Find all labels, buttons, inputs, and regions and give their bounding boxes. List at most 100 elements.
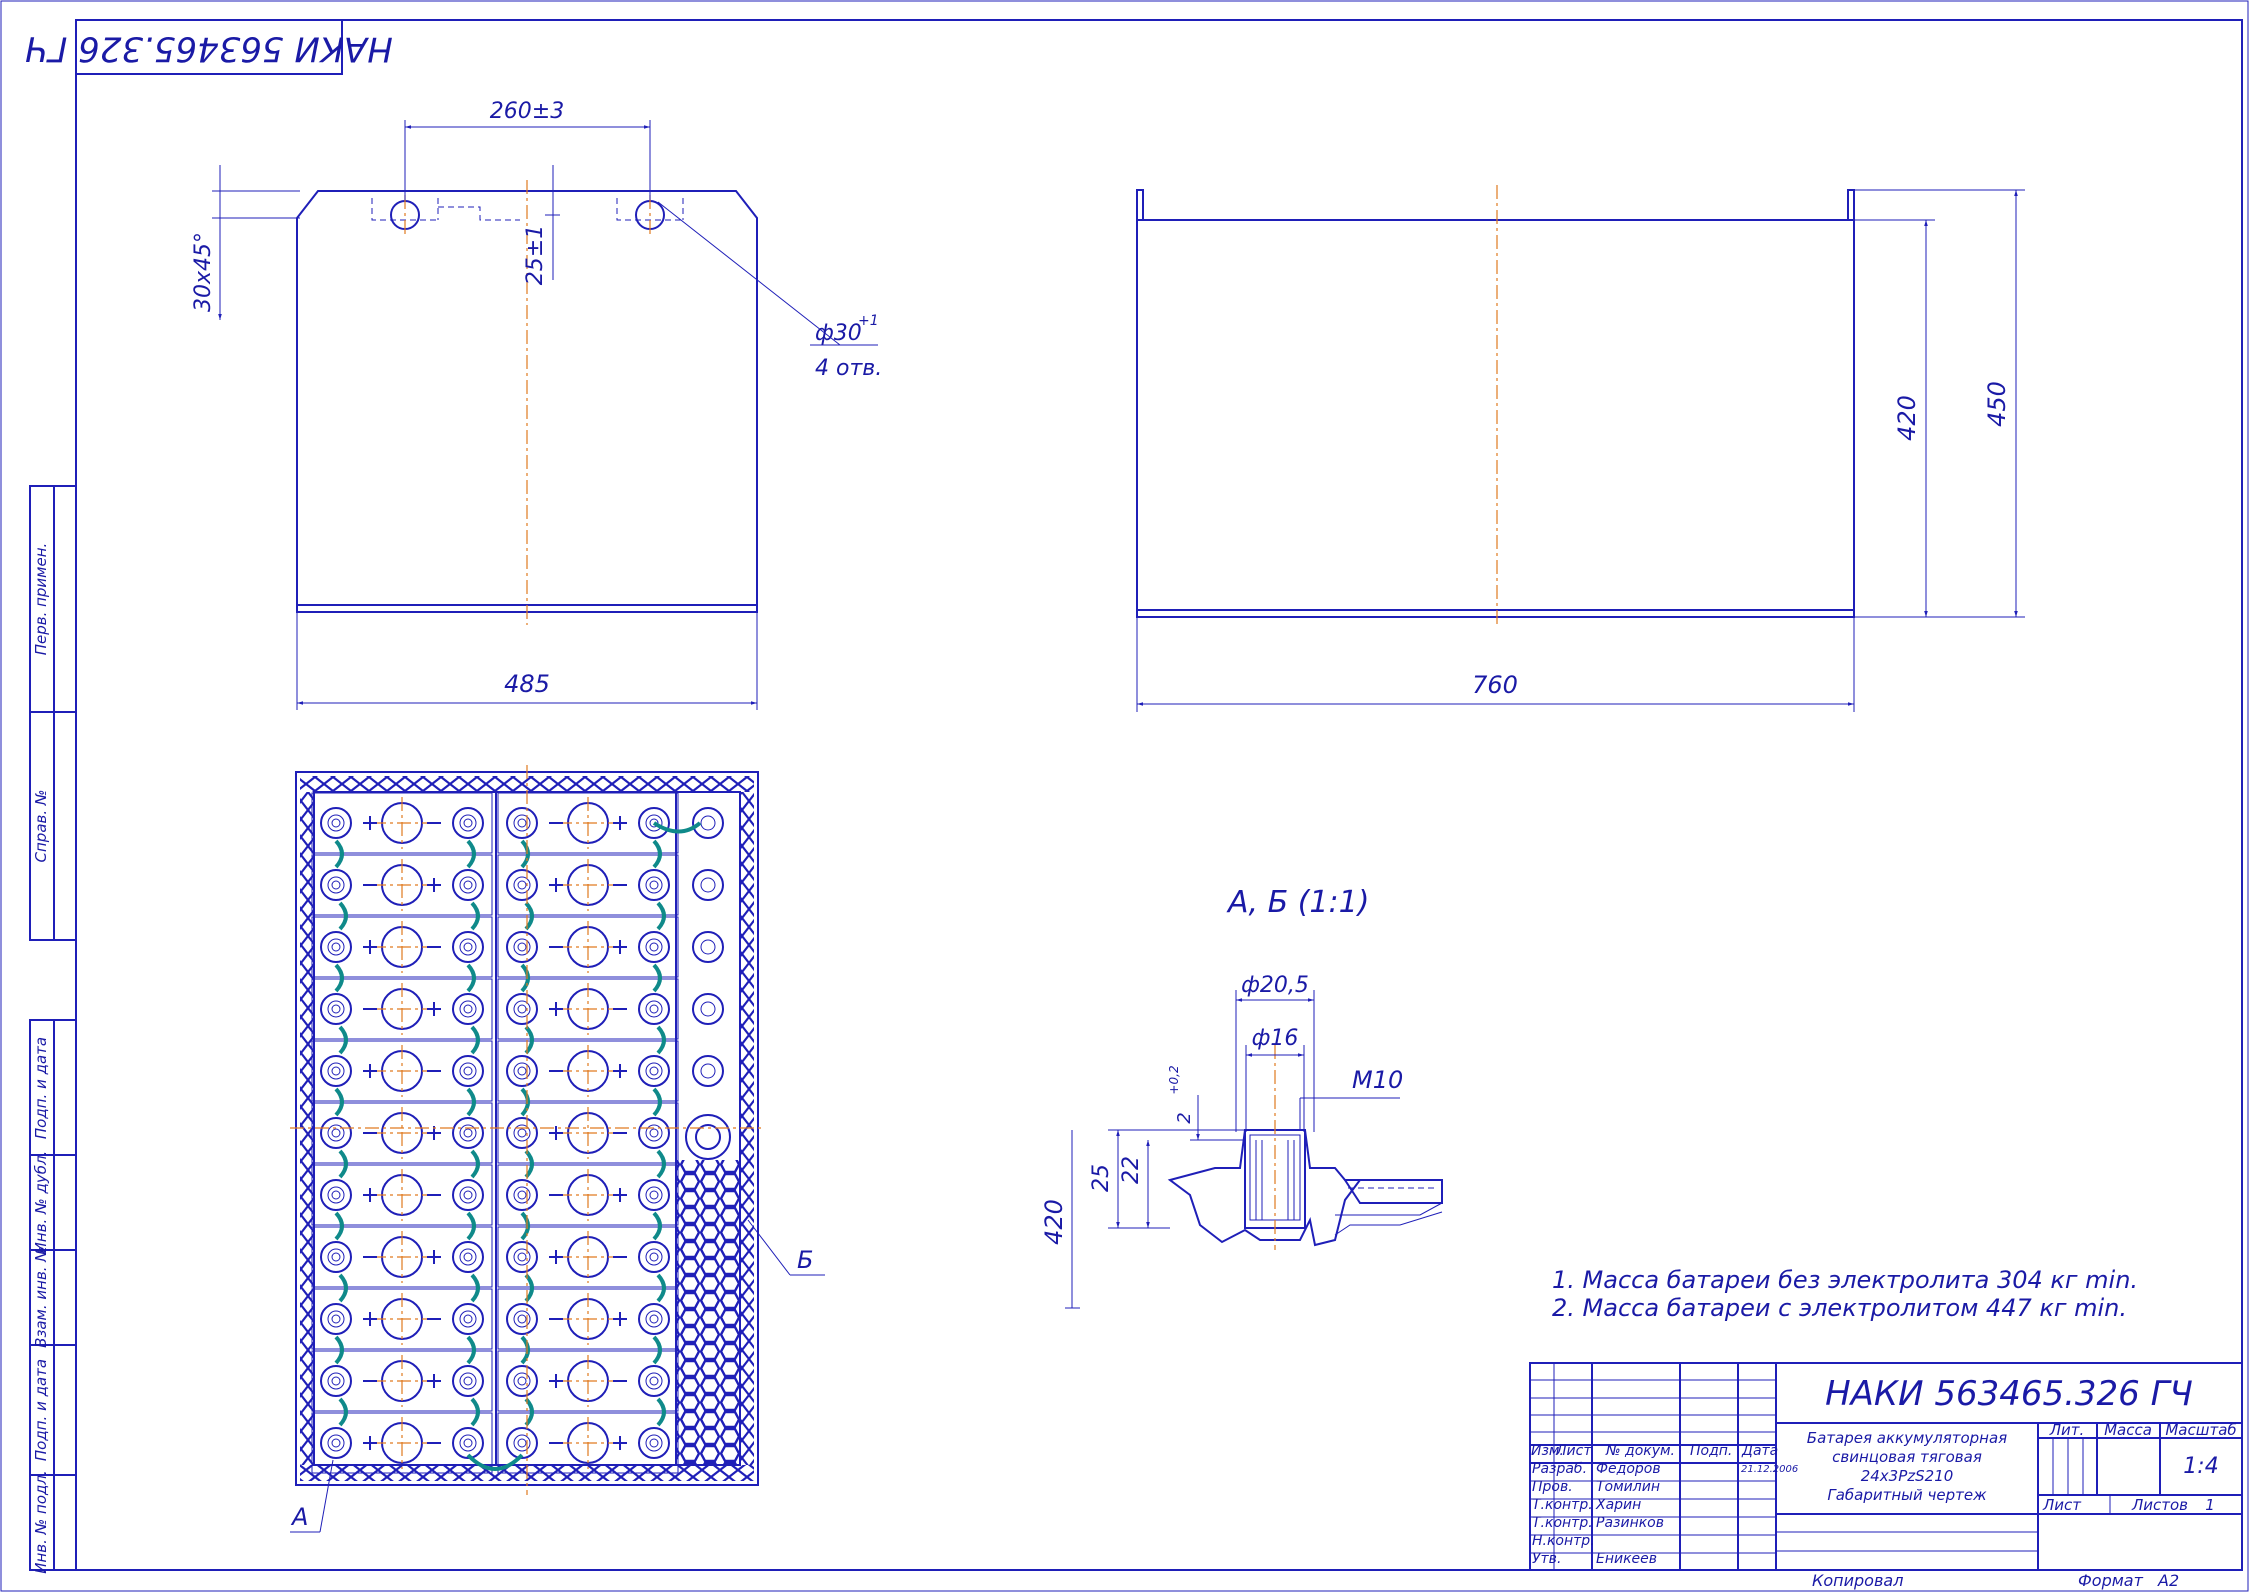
cell: [497, 1102, 679, 1164]
title-line-3: 24х3PzS210: [1861, 1467, 1954, 1485]
footer-format-value: А2: [2157, 1571, 2179, 1590]
dim-hole-dia-tol: +1: [858, 313, 879, 329]
top-view: А Б: [290, 765, 825, 1533]
tb-hdr-data: Дата: [1741, 1443, 1778, 1459]
cell: [497, 1350, 679, 1412]
dim-h420b: 420: [1040, 1199, 1068, 1245]
rotated-doc-code: НАКИ 563465.326 ГЧ: [25, 19, 393, 75]
dim-hole-spacing: 260±3: [490, 99, 564, 124]
cell: [311, 978, 493, 1040]
detail-title: А, Б (1:1): [1226, 885, 1369, 920]
tb-sheet-label: Лист: [2042, 1496, 2082, 1514]
tb-name-0: Федоров: [1596, 1461, 1661, 1477]
tb-sheets-value: 1: [2205, 1496, 2215, 1514]
cell: [311, 1412, 493, 1474]
tb-role-5: Утв.: [1532, 1551, 1561, 1567]
cell: [311, 1164, 493, 1226]
dim-tol-sup: +0,2: [1167, 1065, 1181, 1094]
cell: [311, 1040, 493, 1102]
dim-hole-dia: ф30: [815, 321, 862, 346]
tb-mass-label: Масса: [2104, 1421, 2152, 1439]
tb-role-2: Т.контр.: [1532, 1497, 1593, 1513]
cell: [497, 978, 679, 1040]
tb-role-1: Пров.: [1532, 1479, 1573, 1495]
notes: 1. Масса батареи без электролита 304 кг …: [1552, 1266, 2138, 1322]
tb-sheets-label: Листов: [2131, 1496, 2188, 1514]
dim-h22: 22: [1119, 1156, 1144, 1184]
cell: [311, 1226, 493, 1288]
cell: [311, 792, 493, 854]
title-line-2: свинцовая тяговая: [1832, 1448, 1982, 1466]
footer-format-label: Формат: [2078, 1571, 2144, 1590]
cell: [497, 1288, 679, 1350]
tb-lit-label: Лит.: [2049, 1421, 2085, 1439]
title-line-1: Батарея аккумуляторная: [1807, 1429, 2007, 1447]
strip-label-vzam: Взам. инв. №: [32, 1246, 50, 1348]
drawing-frame: [75, 19, 2243, 1571]
title-block: НАКИ 563465.326 ГЧ Батарея аккумуляторна…: [1529, 1362, 2243, 1590]
tb-hdr-list: Лист: [1555, 1443, 1592, 1459]
cell-grid: [311, 792, 731, 1474]
dim-tol: 2: [1174, 1112, 1195, 1123]
dim-d205: ф20,5: [1241, 973, 1309, 998]
cell: [311, 854, 493, 916]
cell: [497, 1226, 679, 1288]
tb-date: 21.12.2006: [1741, 1464, 1798, 1475]
dim-top-width: 485: [504, 670, 550, 698]
tb-role-4: Н.контр.: [1532, 1533, 1595, 1549]
dim-h25: 25: [1089, 1164, 1114, 1192]
callout-a: А: [290, 1503, 308, 1531]
cell: [311, 1102, 493, 1164]
tb-hdr-podp: Подп.: [1690, 1443, 1732, 1459]
strip-label-dubl: Инв. № дубл.: [32, 1151, 50, 1254]
tb-scale-label: Масштаб: [2165, 1421, 2236, 1439]
note-2: 2. Масса батареи с электролитом 447 кг m…: [1552, 1294, 2127, 1322]
tb-name-2: Харин: [1595, 1497, 1641, 1513]
strip-label-podl: Инв. № подл.: [32, 1470, 50, 1573]
cell: [497, 1412, 679, 1474]
note-1: 1. Масса батареи без электролита 304 кг …: [1552, 1266, 2138, 1294]
tb-hdr-doc: № докум.: [1605, 1443, 1675, 1459]
tb-hdr-izm: Изм.: [1531, 1443, 1564, 1459]
cell-side: [692, 869, 724, 901]
tb-role-0: Разраб.: [1532, 1461, 1587, 1477]
cell: [497, 854, 679, 916]
cell-side: [692, 807, 724, 839]
strip-label-sprav: Справ. №: [32, 790, 50, 863]
cell-side: [692, 993, 724, 1025]
callout-b: Б: [797, 1246, 813, 1274]
strip-label-perv: Перв. примен.: [32, 543, 50, 656]
cell-side: [692, 931, 724, 963]
title-doc-code: НАКИ 563465.326 ГЧ: [1825, 1374, 2193, 1414]
dim-hole-count: 4 отв.: [815, 356, 882, 381]
dim-front-width: 760: [1472, 671, 1518, 699]
strip-label-podp1: Подп. и дата: [32, 1037, 50, 1139]
cell: [497, 792, 679, 854]
strip-label-podp2: Подп. и дата: [32, 1359, 50, 1461]
dim-thread: М10: [1352, 1066, 1403, 1094]
dim-d16: ф16: [1252, 1026, 1299, 1051]
cell: [497, 1164, 679, 1226]
tb-name-5: Еникеев: [1596, 1551, 1657, 1567]
dim-chamfer: 30х45°: [191, 232, 216, 312]
tb-name-1: Томилин: [1596, 1479, 1660, 1495]
tb-role-3: Т.контр.: [1532, 1515, 1593, 1531]
title-line-4: Габаритный чертеж: [1827, 1486, 1987, 1504]
svg-text:НАКИ 563465.326 ГЧ: НАКИ 563465.326 ГЧ: [25, 29, 393, 69]
cell: [311, 1288, 493, 1350]
dim-inner-height: 420: [1893, 395, 1921, 441]
cell: [311, 916, 493, 978]
tb-scale-value: 1:4: [2183, 1454, 2218, 1479]
tb-name-3: Разинков: [1596, 1515, 1664, 1531]
footer-copied: Копировал: [1812, 1571, 1903, 1590]
cell: [497, 916, 679, 978]
left-strip: Перв. примен. Справ. № Подп. и дата Инв.…: [29, 485, 77, 1574]
dim-total-height: 450: [1983, 381, 2011, 427]
cell: [311, 1350, 493, 1412]
detail-view: А, Б (1:1) ф20,5 ф16 М10 2 +0,2 25: [1040, 885, 1443, 1309]
side-view: 260±3 30х45° 25±1 ф30 +1 4 отв. 485: [191, 99, 882, 710]
dim-hole-offset: 25±1: [523, 225, 548, 285]
front-view: 420 450 760: [1136, 185, 2025, 712]
